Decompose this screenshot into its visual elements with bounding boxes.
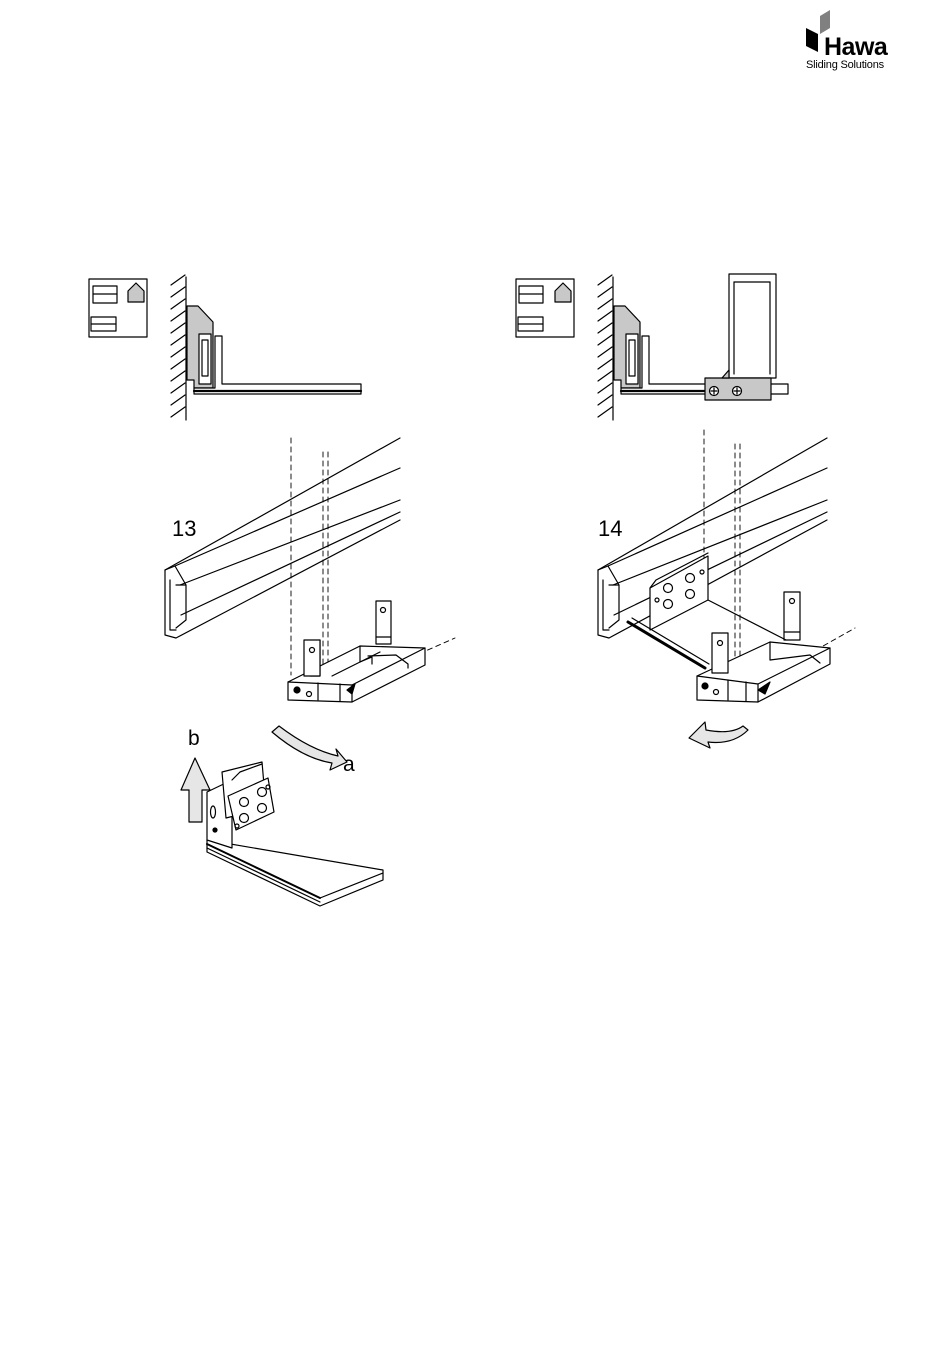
screw-icon (710, 387, 719, 396)
door-bracket (207, 762, 383, 906)
step-13-position-indicator (89, 279, 147, 337)
track-rail (165, 438, 400, 638)
wall (171, 275, 186, 420)
rotate-arrow-a-icon (272, 726, 347, 770)
step-14-isometric (598, 430, 855, 748)
up-arrow-b-icon (181, 758, 210, 822)
carrier-block (697, 592, 830, 702)
wall (598, 275, 613, 420)
step-13-isometric (165, 438, 455, 906)
up-house-icon (555, 283, 571, 302)
clamp-plate (650, 553, 708, 630)
step-14-position-indicator (516, 279, 574, 337)
step-14-side-view (516, 274, 788, 420)
rotate-arrow-icon (689, 722, 748, 748)
screw-icon (733, 387, 742, 396)
carrier-block (288, 601, 425, 702)
up-house-icon (128, 283, 144, 302)
door-panel (729, 274, 776, 378)
step-13-side-view (89, 275, 361, 420)
